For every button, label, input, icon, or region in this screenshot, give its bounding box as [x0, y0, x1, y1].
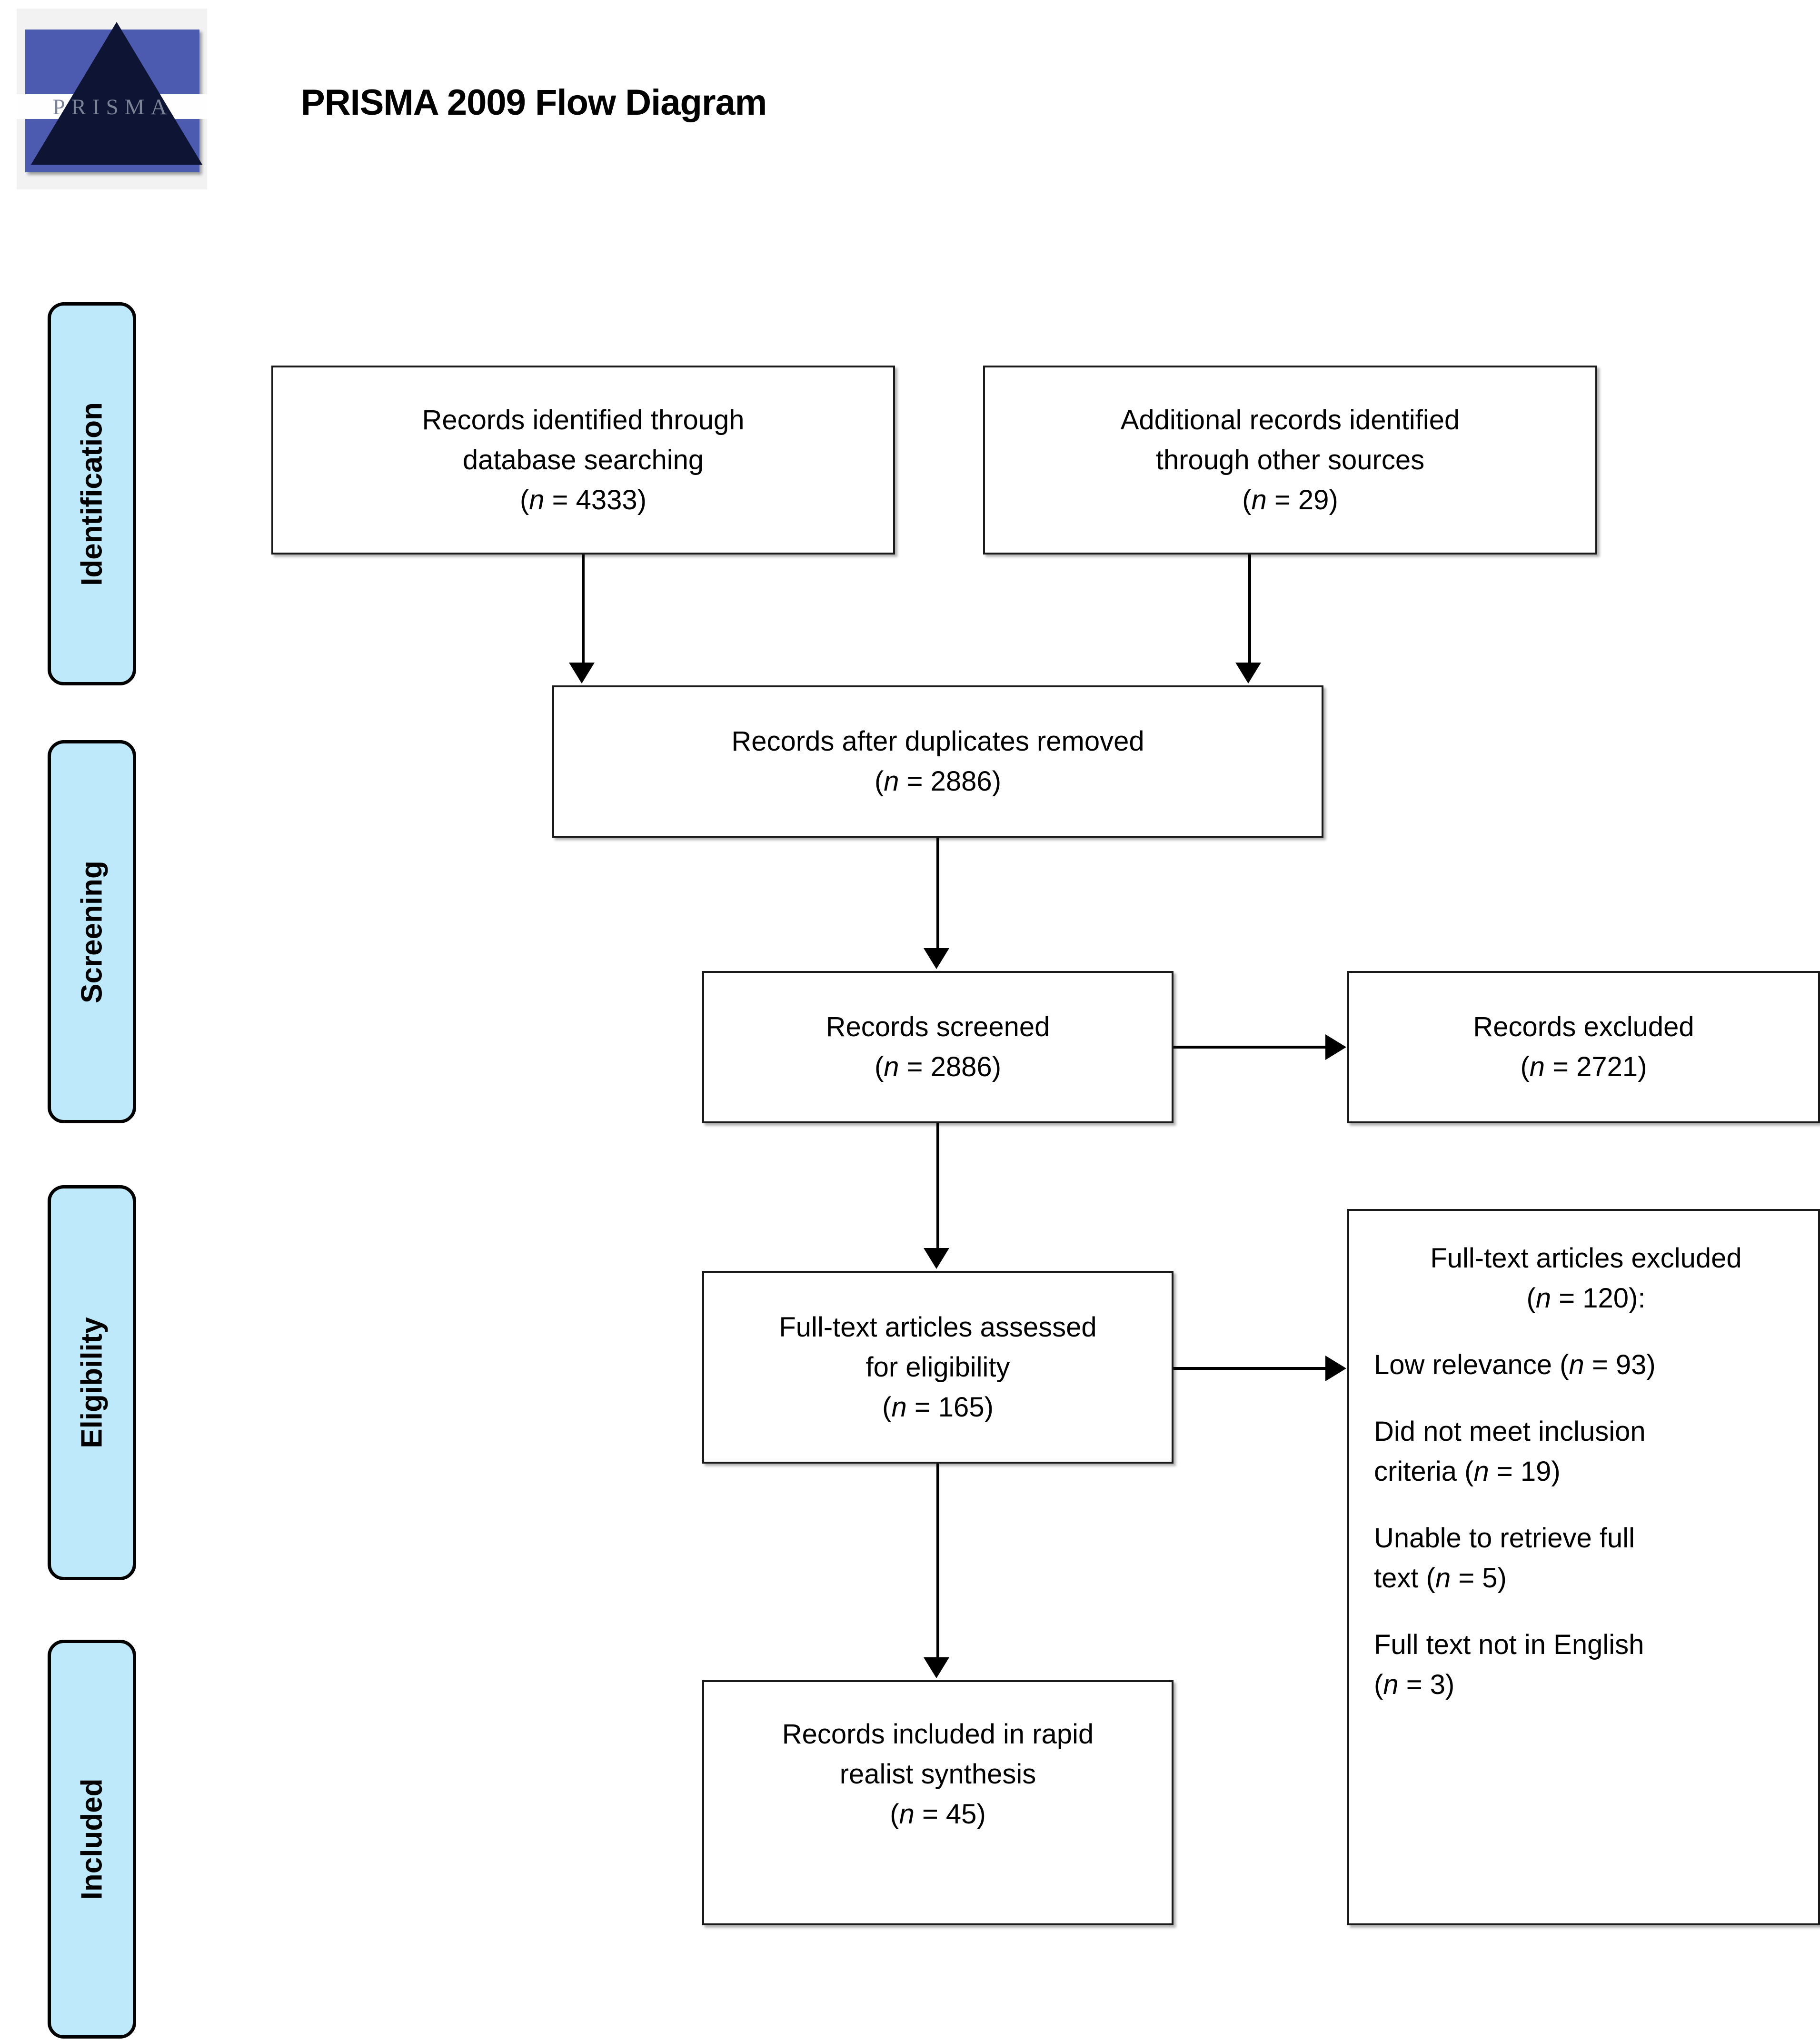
- connector-screened-to-excluded: [1174, 1046, 1326, 1049]
- logo-wordmark: PRISMA: [52, 95, 173, 119]
- box-additional-records-other-sources: Additional records identified through ot…: [983, 366, 1597, 555]
- box-count: (n = 29): [1242, 484, 1338, 515]
- exclusion-reason-item: Low relevance (n = 93): [1374, 1349, 1656, 1380]
- exclusion-heading: Full-text articles excluded: [1430, 1243, 1742, 1274]
- box-count: (n = 2721): [1520, 1051, 1647, 1082]
- stage-label-eligibility: Eligibility: [75, 1317, 109, 1448]
- box-line: Records identified through: [422, 404, 745, 436]
- box-line: through other sources: [1155, 444, 1425, 475]
- prisma-logo: PRISMA: [17, 9, 207, 189]
- connector-screened-to-fulltext: [936, 1123, 939, 1249]
- exclusion-heading-count: (n = 120):: [1526, 1283, 1646, 1314]
- exclusion-reason-item-cont: (n = 3): [1374, 1669, 1455, 1700]
- box-records-excluded: Records excluded (n = 2721): [1347, 971, 1820, 1123]
- arrowhead-other-to-dedup: [1235, 663, 1261, 683]
- stage-label-identification: Identification: [75, 402, 109, 586]
- box-records-screened: Records screened (n = 2886): [702, 971, 1174, 1123]
- arrowhead-fulltext-to-included: [924, 1657, 949, 1678]
- box-records-after-duplicates-removed: Records after duplicates removed (n = 28…: [552, 685, 1323, 838]
- box-count: (n = 4333): [519, 484, 647, 515]
- stage-screening: Screening: [48, 740, 136, 1123]
- arrowhead-fulltext-to-exclusions: [1325, 1356, 1346, 1381]
- stage-included: Included: [48, 1640, 136, 2039]
- logo-triangle-icon: [31, 22, 202, 165]
- stage-label-screening: Screening: [75, 860, 109, 1003]
- exclusion-reason-item: Did not meet inclusion: [1374, 1416, 1646, 1447]
- exclusion-reason-item: Full text not in English: [1374, 1629, 1644, 1660]
- arrowhead-dedup-to-screened: [924, 948, 949, 969]
- arrowhead-screened-to-excluded: [1325, 1034, 1346, 1060]
- box-count: (n = 45): [890, 1798, 986, 1830]
- stage-label-included: Included: [75, 1778, 109, 1900]
- connector-fulltext-to-exclusions: [1174, 1367, 1326, 1370]
- exclusion-reason-item-cont: criteria (n = 19): [1374, 1456, 1561, 1487]
- box-count: (n = 165): [882, 1391, 994, 1423]
- stage-eligibility: Eligibility: [48, 1185, 136, 1580]
- box-line: Records excluded: [1473, 1011, 1694, 1042]
- box-fulltext-articles-excluded: Full-text articles excluded (n = 120): L…: [1347, 1209, 1820, 1925]
- connector-db-to-dedup: [582, 555, 585, 664]
- box-line: Additional records identified: [1120, 404, 1460, 436]
- box-records-included-synthesis: Records included in rapid realist synthe…: [702, 1680, 1174, 1925]
- box-line: for eligibility: [865, 1351, 1010, 1383]
- exclusion-reason-item-cont: text (n = 5): [1374, 1563, 1507, 1594]
- page-title: PRISMA 2009 Flow Diagram: [301, 82, 767, 123]
- connector-dedup-to-screened: [936, 838, 939, 950]
- box-count: (n = 2886): [874, 766, 1002, 797]
- box-line: database searching: [462, 444, 704, 475]
- box-line: Full-text articles assessed: [779, 1311, 1097, 1343]
- exclusion-reason-item: Unable to retrieve full: [1374, 1523, 1635, 1554]
- arrowhead-screened-to-fulltext: [924, 1248, 949, 1269]
- arrowhead-db-to-dedup: [569, 663, 595, 683]
- connector-fulltext-to-included: [936, 1464, 939, 1659]
- box-line: Records included in rapid: [782, 1718, 1094, 1750]
- box-line: realist synthesis: [839, 1758, 1036, 1790]
- box-line: Records after duplicates removed: [731, 726, 1144, 757]
- connector-other-to-dedup: [1248, 555, 1251, 664]
- box-count: (n = 2886): [874, 1051, 1002, 1082]
- stage-identification: Identification: [48, 302, 136, 685]
- box-records-identified-database: Records identified through database sear…: [271, 366, 895, 555]
- box-fulltext-assessed-eligibility: Full-text articles assessed for eligibil…: [702, 1271, 1174, 1464]
- box-line: Records screened: [825, 1011, 1050, 1042]
